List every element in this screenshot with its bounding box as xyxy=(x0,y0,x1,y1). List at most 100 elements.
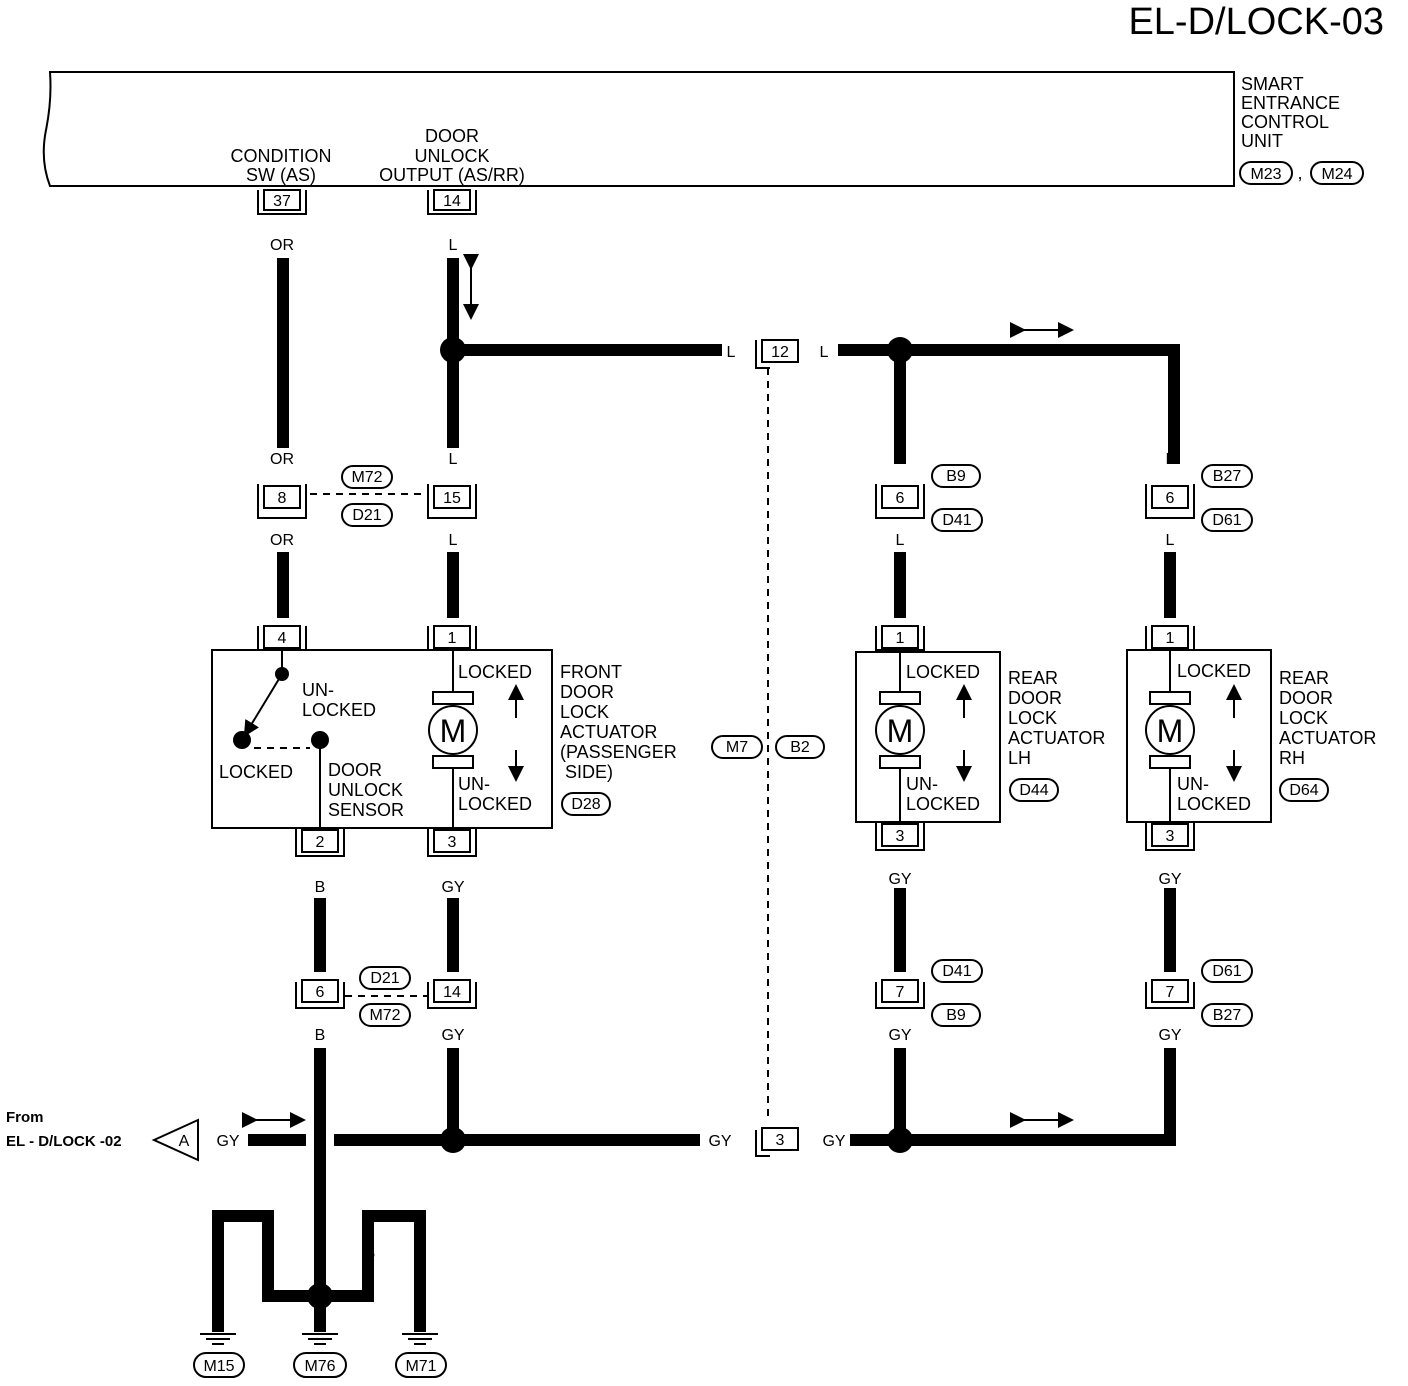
connector-ref-d21-bottom: D21 xyxy=(359,966,411,990)
svg-text:B: B xyxy=(315,1245,326,1262)
svg-text:GY: GY xyxy=(822,1133,845,1150)
svg-text:M71: M71 xyxy=(405,1358,436,1375)
splice-dots xyxy=(307,337,913,1309)
svg-text:From: From xyxy=(6,1109,44,1126)
svg-text:LOCKED: LOCKED xyxy=(1177,661,1251,681)
svg-text:L: L xyxy=(449,451,458,468)
svg-text:ACTUATOR: ACTUATOR xyxy=(1008,728,1105,748)
svg-text:B: B xyxy=(365,1245,376,1262)
svg-text:B27: B27 xyxy=(1213,1007,1242,1024)
control-unit-box xyxy=(42,71,1235,187)
control-unit-name: SMART ENTRANCE CONTROL UNIT xyxy=(1241,74,1340,151)
svg-text:L: L xyxy=(896,451,905,468)
svg-text:OR: OR xyxy=(270,532,294,549)
connector-ref-b9-top: B9 xyxy=(931,464,981,488)
svg-text:1: 1 xyxy=(1166,630,1175,647)
svg-text:,: , xyxy=(1297,163,1302,183)
connector-ref-m72-top: M72 xyxy=(341,465,393,489)
svg-text:3: 3 xyxy=(776,1132,785,1149)
connector-front-2: 2 xyxy=(295,828,345,857)
rh-motor-symbol: M xyxy=(1157,713,1184,749)
svg-text:REAR: REAR xyxy=(1279,668,1329,688)
svg-text:DOOR: DOOR xyxy=(1008,688,1062,708)
connector-lh-1: 1 xyxy=(875,625,925,651)
svg-text:UN-: UN- xyxy=(302,680,334,700)
svg-text:OR: OR xyxy=(270,451,294,468)
from-reference: From EL - D/LOCK -02 A xyxy=(6,1109,199,1162)
wire-color-labels: OR OR OR L L L L L L L L L B B GY GY GY … xyxy=(213,237,1182,1262)
svg-text:14: 14 xyxy=(443,193,461,210)
ground-m15: M15 xyxy=(193,1333,245,1378)
svg-text:2: 2 xyxy=(316,834,325,851)
svg-text:M76: M76 xyxy=(304,1358,335,1375)
connector-front-1: 1 xyxy=(427,625,477,651)
svg-text:LOCKED: LOCKED xyxy=(906,662,980,682)
svg-text:UNIT: UNIT xyxy=(1241,131,1283,151)
control-unit-connectors: M23 , M24 xyxy=(1239,161,1364,185)
svg-text:B9: B9 xyxy=(946,1007,966,1024)
svg-text:B: B xyxy=(315,1027,326,1044)
svg-text:OR: OR xyxy=(270,237,294,254)
ground-m71: M71 xyxy=(395,1333,447,1378)
terminal-14-label: DOOR UNLOCK OUTPUT (AS/RR) xyxy=(379,126,525,185)
svg-text:LOCKED: LOCKED xyxy=(458,794,532,814)
svg-text:B: B xyxy=(415,1245,426,1262)
svg-text:4: 4 xyxy=(278,630,287,647)
svg-text:L: L xyxy=(727,344,736,361)
svg-text:L: L xyxy=(820,344,829,361)
svg-text:OUTPUT (AS/RR): OUTPUT (AS/RR) xyxy=(379,165,525,185)
dashed-links xyxy=(310,368,769,1120)
connector-8: 8 xyxy=(257,484,307,519)
connector-ref-d41-top: D41 xyxy=(931,508,983,532)
svg-text:UNLOCK: UNLOCK xyxy=(328,780,403,800)
connector-lh-3: 3 xyxy=(875,822,925,851)
svg-text:GY: GY xyxy=(1158,1027,1181,1044)
connector-14-lower: 14 xyxy=(427,979,477,1009)
connector-ref-b27-bottom: B27 xyxy=(1201,1003,1253,1027)
ground-m76: M76 xyxy=(293,1333,347,1378)
svg-text:3: 3 xyxy=(896,828,905,845)
svg-text:EL - D/LOCK -02: EL - D/LOCK -02 xyxy=(6,1133,122,1150)
svg-text:M72: M72 xyxy=(351,469,382,486)
svg-text:LOCK: LOCK xyxy=(1279,708,1328,728)
svg-text:15: 15 xyxy=(443,490,461,507)
svg-text:SW (AS): SW (AS) xyxy=(246,165,316,185)
connector-ref-d41-bottom: D41 xyxy=(931,959,983,983)
connector-rh-1: 1 xyxy=(1145,625,1195,651)
svg-text:D61: D61 xyxy=(1212,963,1241,980)
svg-text:D61: D61 xyxy=(1212,512,1241,529)
direction-arrows xyxy=(242,254,1074,1128)
svg-text:B9: B9 xyxy=(946,468,966,485)
svg-text:A: A xyxy=(179,1133,190,1150)
svg-text:LOCKED: LOCKED xyxy=(1177,794,1251,814)
front-motor-symbol: M xyxy=(440,713,467,749)
svg-text:CONTROL: CONTROL xyxy=(1241,112,1329,132)
connector-rh-3: 3 xyxy=(1145,822,1195,851)
connector-6-rh-top: 6 xyxy=(1145,484,1195,519)
svg-text:D21: D21 xyxy=(370,970,399,987)
front-actuator-labels: LOCKED UN- LOCKED UN- LOCKED LOCKED DOOR… xyxy=(219,662,532,820)
svg-text:LOCKED: LOCKED xyxy=(906,794,980,814)
svg-text:B27: B27 xyxy=(1213,468,1242,485)
svg-text:7: 7 xyxy=(1166,984,1175,1001)
svg-text:B: B xyxy=(263,1245,274,1262)
front-door-lock-actuator: M xyxy=(211,649,553,829)
connector-6-lh-top: 6 xyxy=(875,484,925,519)
page-id: EL-D/LOCK-03 xyxy=(1128,1,1384,43)
front-actuator-name: FRONT DOOR LOCK ACTUATOR (PASSENGER SIDE… xyxy=(560,662,677,782)
svg-text:GY: GY xyxy=(441,1027,464,1044)
connector-ref-d61-top: D61 xyxy=(1201,508,1253,532)
svg-text:GY: GY xyxy=(441,879,464,896)
svg-text:M7: M7 xyxy=(726,739,748,756)
connector-ref-m7: M7 xyxy=(711,735,763,759)
svg-text:3: 3 xyxy=(448,834,457,851)
svg-text:LH: LH xyxy=(1008,748,1031,768)
svg-text:GY: GY xyxy=(888,871,911,888)
rear-rh-actuator-name: REAR DOOR LOCK ACTUATOR RH xyxy=(1279,668,1376,768)
svg-text:B2: B2 xyxy=(790,739,810,756)
svg-text:3: 3 xyxy=(1166,828,1175,845)
svg-text:SIDE): SIDE) xyxy=(560,762,613,782)
connector-6-front-lower: 6 xyxy=(295,979,345,1009)
connector-ref-d21-top: D21 xyxy=(341,503,393,527)
